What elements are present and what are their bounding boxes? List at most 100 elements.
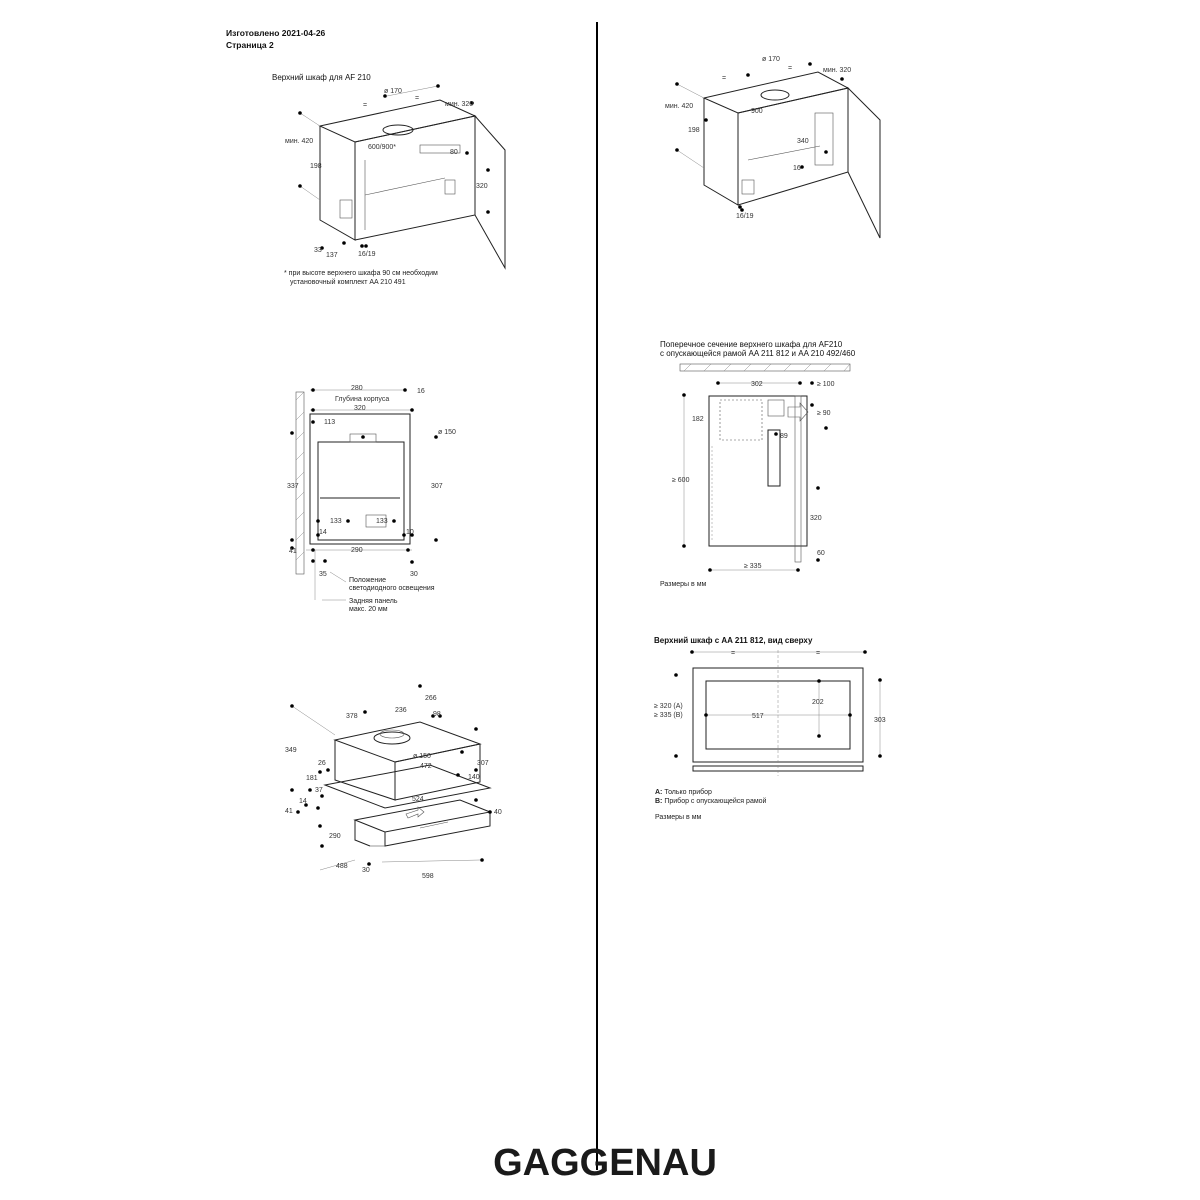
d3-led-line2: светодиодного освещения [349,585,435,592]
d4-title-line1: Поперечное сечение верхнего шкафа для AF… [660,340,843,349]
d3-label-133a: 133 [330,518,342,525]
d1-label-320: 320 [476,183,488,190]
d5-label-524: 524 [412,796,424,803]
d3-label-320: 320 [354,405,366,412]
d6-label-320a: ≥ 320 (A) [654,703,683,710]
d5-label-378: 378 [346,713,358,720]
d4-units: Размеры в мм [660,581,707,588]
d2-label-198: 198 [688,127,700,134]
diagram4-cross-section: 302 ≥ 100 ≥ 90 182 89 ≥ 600 320 60 ≥ 335 [672,363,851,572]
page-number: Страница 2 [226,40,274,50]
gaggenau-logo: GAGGENAU [493,1142,717,1184]
d5-label-349: 349 [285,747,297,754]
d3-label-30: 30 [410,571,418,578]
d5-label-290: 290 [329,833,341,840]
d6-legend-a-text: Только прибор [664,789,712,796]
d1-label-33: 33 [314,247,322,254]
d3-label-dia: ø 150 [438,429,456,436]
d3-led-line1: Положение [349,577,386,584]
d3-label-10: 10 [406,529,414,536]
d2-label-16: 16 [793,165,801,172]
d3-label-133b: 133 [376,518,388,525]
d5-label-14: 14 [299,798,307,805]
d2-label-dia: ø 170 [762,56,780,63]
d6-label-303: 303 [874,717,886,724]
d1-label-eq2: = [415,95,419,102]
d1-label-min420: мин. 420 [285,138,313,145]
d3-label-35: 35 [319,571,327,578]
d1-label-80: 80 [450,149,458,156]
d5-label-472: 472 [420,763,432,770]
d4-label-320: 320 [810,515,822,522]
d6-label-eq1: = [731,650,735,657]
diagram1-footnote-line1: * при высоте верхнего шкафа 90 см необхо… [284,270,438,277]
d6-title: Верхний шкаф с AA 211 812, вид сверху [654,636,813,645]
d1-label-1619: 16/19 [358,251,376,258]
d5-label-40: 40 [494,809,502,816]
d2-label-900: 900 [751,108,763,115]
d4-label-182: 182 [692,416,704,423]
d2-label-eq2: = [788,65,792,72]
d2-label-min420: мин. 420 [665,103,693,110]
d5-label-37: 37 [315,787,323,794]
d4-label-302: 302 [751,381,763,388]
d6-label-335b: ≥ 335 (B) [654,712,683,719]
d6-label-517: 517 [752,713,764,720]
d3-label-280: 280 [351,385,363,392]
d1-label-min320: мин. 320 [445,101,473,108]
d3-label-depth: Глубина корпуса [335,395,389,403]
d6-legend-a: A: Только прибор [655,788,712,797]
d3-label-337: 337 [287,483,299,490]
d6-legend-b-text: Прибор с опускающейся рамой [664,798,767,805]
d4-label-89: 89 [780,433,788,440]
d3-label-113: 113 [324,419,335,426]
d4-label-600: ≥ 600 [672,477,690,484]
diagram6-top-view: = = 202 ≥ 320 (A) ≥ 335 (B) 517 303 [654,650,886,776]
d3-label-14: 14 [319,529,327,536]
d5-label-41: 41 [285,808,293,815]
d6-label-eq2: = [816,650,820,657]
d5-label-30: 30 [362,867,370,874]
d6-units: Размеры в мм [655,814,702,821]
d5-label-26: 26 [318,760,326,767]
d6-legend-b: B: Прибор с опускающейся рамой [655,797,766,806]
d5-label-140: 140 [468,774,480,781]
d3-label-290: 290 [351,547,363,554]
d5-label-307: 307 [477,760,489,767]
d3-panel-line1: Задняя панель [349,598,398,605]
d1-label-dia: ø 170 [384,88,402,95]
d4-label-60: 60 [817,550,825,557]
column-divider [596,22,598,1170]
d3-label-41: 41 [289,548,297,555]
d2-label-eq1: = [722,75,726,82]
d4-label-90: ≥ 90 [817,410,831,417]
d2-label-min320: мин. 320 [823,67,851,74]
d3-panel-line2: макс. 20 мм [349,606,388,613]
d5-label-181: 181 [306,775,318,782]
d1-label-198: 198 [310,163,322,170]
diagram2-cabinet-drawing: ø 170 = = мин. 320 мин. 420 900 198 340 … [665,56,881,239]
d3-label-16: 16 [417,388,425,395]
diagram1-title: Верхний шкаф для AF 210 [272,73,371,82]
diagram3-side-section: 280 16 Глубина корпуса 320 113 ø 150 337… [287,385,456,601]
d2-label-1619: 16/19 [736,213,754,220]
diagram1-footnote-line2: установочный комплект AA 210 491 [290,279,406,286]
d3-label-307: 307 [431,483,443,490]
d6-legend-a-key: A: [655,789,663,796]
d5-label-98: 98 [433,711,441,718]
d6-legend-b-key: B: [655,798,663,805]
d4-label-335: ≥ 335 [744,563,762,570]
d1-label-eq1: = [363,102,367,109]
d5-label-598: 598 [422,873,434,880]
d2-label-340: 340 [797,138,809,145]
diagram5-appliance-isometric: 349 378 236 266 98 26 ø 150 307 472 181 … [285,684,502,880]
d5-label-488: 488 [336,863,348,870]
diagram1-cabinet-drawing: ø 170 = = мин. 320 мин. 420 600/900* 80 … [285,84,506,270]
d1-label-137: 137 [326,252,338,259]
d4-label-100: ≥ 100 [817,381,835,388]
d5-label-236: 236 [395,707,407,714]
d5-label-dia: ø 150 [413,753,431,760]
d1-label-width: 600/900* [368,144,396,151]
d4-title-line2: с опускающейся рамой AA 211 812 и AA 210… [660,349,856,358]
d5-label-266: 266 [425,695,437,702]
